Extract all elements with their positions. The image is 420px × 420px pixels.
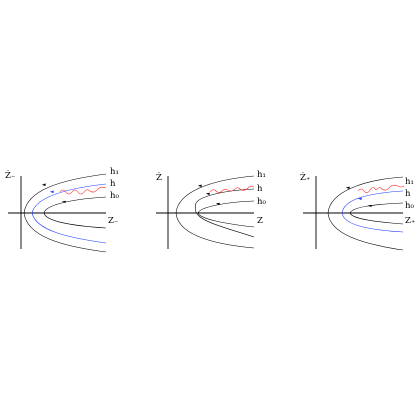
x-axis-label: Z₊: [405, 216, 415, 226]
flow-arrow-h1: [197, 184, 202, 188]
panel-zero: Ż Z h₁ h h₀: [156, 170, 266, 249]
curve-h: [341, 190, 404, 233]
curve-label-h0: h₀: [405, 201, 414, 211]
curve-h0: [197, 200, 255, 228]
panel-plus: Ż₊ Z₊ h₁ h h₀: [300, 171, 415, 251]
curve-h1: [175, 175, 255, 249]
wave-perturbation: [357, 184, 405, 194]
x-axis-label: Z: [257, 216, 263, 226]
curve-label-h1: h₁: [257, 170, 266, 180]
y-axis-label: Ż₋: [5, 169, 15, 181]
curve-h1: [327, 176, 404, 251]
curve-label-h0: h₀: [257, 197, 266, 207]
wave-perturbation: [59, 186, 107, 195]
flow-arrow-h: [357, 197, 362, 201]
flow-arrow-h0: [367, 204, 372, 208]
curve-h0: [43, 196, 107, 229]
flow-arrow-h: [205, 192, 210, 196]
flow-arrow-h0: [61, 200, 66, 204]
wave-perturbation: [209, 185, 255, 193]
curve-label-h1: h₁: [110, 167, 119, 177]
curve-label-h: h: [110, 179, 116, 189]
curve-h: [194, 188, 255, 238]
flow-arrow-h1: [41, 183, 46, 186]
panel-minus: Ż₋ Z₋ h₁ h h₀: [5, 167, 119, 253]
curve-label-h0: h₀: [110, 191, 119, 201]
curve-label-h: h: [257, 184, 263, 194]
flow-arrow-h0: [215, 202, 220, 206]
curve-label-h: h: [405, 189, 411, 199]
y-axis-label: Ż₊: [300, 171, 310, 183]
y-axis-label: Ż: [156, 171, 162, 183]
flow-arrow-h: [49, 190, 54, 194]
curve-label-h1: h₁: [405, 177, 414, 187]
flow-arrow-h1: [345, 186, 350, 190]
x-axis-label: Z₋: [108, 216, 118, 226]
curve-h0: [349, 202, 404, 225]
curve-h: [31, 183, 107, 244]
curve-h1: [23, 173, 107, 253]
